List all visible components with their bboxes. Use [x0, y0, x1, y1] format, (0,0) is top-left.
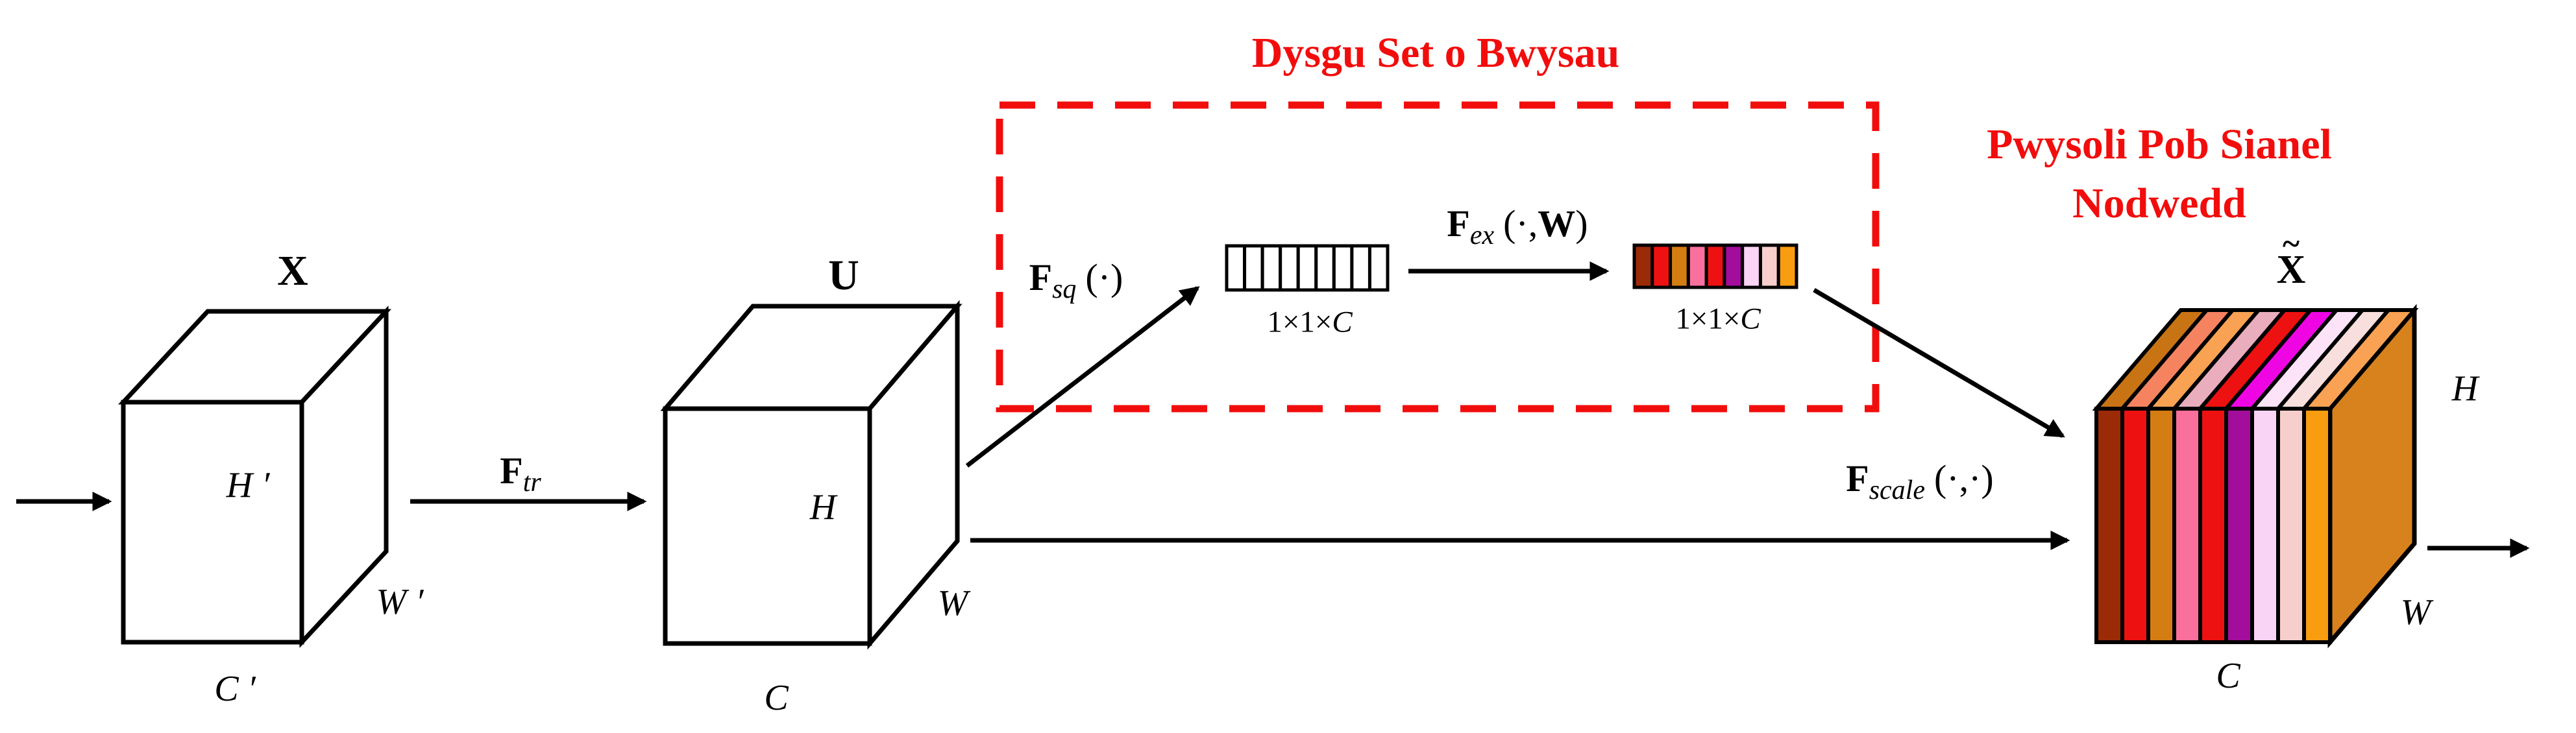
f-ex-sub: ex — [1469, 220, 1495, 250]
weight-channels-title-line1: Pwysoli Pob Sianel — [1987, 121, 2332, 168]
input-cube-width-label: W ′ — [376, 584, 424, 620]
output-front-slice — [2146, 407, 2176, 644]
weight-cell — [1758, 243, 1780, 289]
f-tr-base: F — [500, 450, 523, 492]
weight-cell — [1669, 243, 1690, 289]
feature-cube-height-label: H — [810, 489, 836, 525]
input-cube-label-text: X — [277, 247, 308, 294]
output-front-slice — [2302, 407, 2332, 644]
weight-cell — [1723, 243, 1745, 289]
learn-weights-title-text: Dysgu Set o Bwysau — [1251, 29, 1620, 77]
squeeze-cell — [1279, 244, 1300, 292]
output-cube-front-slices — [2094, 407, 2332, 644]
input-cube-x — [117, 306, 392, 648]
weight-channels-title-line2: Nodwedd — [2072, 180, 2246, 227]
squeeze-arrow — [965, 286, 1200, 468]
f-tr-label: Ftr — [500, 450, 541, 496]
excitation-dims-c: C — [1740, 302, 1761, 336]
output-cube-channels-text: C — [2216, 656, 2240, 696]
f-scale-args: (·,·) — [1933, 457, 1994, 499]
input-cube-label: X — [277, 250, 308, 293]
weight-cell — [1704, 243, 1726, 289]
output-front-slice — [2120, 407, 2150, 644]
f-ex-args-pre: (·, — [1503, 202, 1538, 245]
squeeze-vector-dims-label: 1×1×C — [1267, 307, 1352, 338]
input-cube-channels-label: C ′ — [214, 671, 256, 707]
output-cube-label-text: X — [2276, 248, 2306, 292]
excitation-vector-dims-label: 1×1×C — [1675, 304, 1760, 335]
f-ex-weight: W — [1538, 202, 1576, 245]
output-front-slice — [2250, 407, 2280, 644]
excitation-vector — [1632, 243, 1798, 289]
squeeze-dims-pre: 1×1× — [1267, 305, 1332, 339]
squeeze-cell — [1260, 244, 1282, 292]
input-cube-height-label: H ′ — [227, 467, 270, 503]
weight-cell — [1776, 243, 1798, 289]
weight-cell — [1632, 243, 1654, 289]
squeeze-cell — [1332, 244, 1354, 292]
f-sq-base: F — [1029, 256, 1053, 298]
f-sq-args: (·) — [1085, 256, 1123, 298]
feature-cube-u — [660, 300, 963, 650]
weight-cell — [1741, 243, 1762, 289]
f-ex-base: F — [1447, 202, 1470, 245]
output-cube-height-label: H — [2452, 370, 2478, 407]
f-ex-label: Fex (·,W) — [1447, 202, 1588, 249]
f-scale-label: Fscale (·,·) — [1846, 457, 1994, 504]
f-sq-label: Fsq (·) — [1029, 256, 1123, 303]
output-cube-channels-label: C — [2216, 658, 2240, 694]
output-cube-label: ~ X — [2276, 227, 2306, 292]
reweight-arrow — [1813, 287, 2065, 439]
input-cube-height-text: H ′ — [226, 465, 270, 505]
output-cube — [2092, 304, 2419, 649]
squeeze-cell — [1314, 244, 1336, 292]
learn-weights-dashed-box — [996, 101, 1880, 413]
weight-cell — [1650, 243, 1673, 289]
squeeze-cell — [1368, 244, 1390, 292]
f-ex-args-post: ) — [1575, 202, 1588, 245]
weight-cell — [1686, 243, 1708, 289]
output-cube-height-text: H — [2451, 368, 2479, 409]
squeeze-vector — [1225, 244, 1390, 292]
feature-cube-label-text: U — [828, 252, 859, 299]
learn-weights-title: Dysgu Set o Bwysau — [1252, 32, 1620, 75]
squeeze-cell — [1296, 244, 1318, 292]
f-tr-sub: tr — [522, 467, 541, 498]
feature-cube-width-text: W — [937, 583, 968, 623]
feature-cube-front-face — [663, 406, 872, 646]
squeeze-dims-c: C — [1332, 305, 1353, 339]
output-cube-width-text: W — [2400, 592, 2431, 632]
input-cube-channels-text: C ′ — [214, 669, 256, 709]
output-front-slice — [2276, 407, 2306, 644]
squeeze-cell — [1350, 244, 1371, 292]
f-scale-base: F — [1846, 457, 1869, 499]
weight-channels-title: Pwysoli Pob Sianel Nodwedd — [1987, 115, 2332, 233]
output-front-slice — [2094, 407, 2124, 644]
feature-cube-label: U — [828, 254, 859, 297]
input-cube-front-face — [121, 400, 304, 645]
squeeze-cell — [1243, 244, 1264, 292]
feature-cube-height-text: H — [809, 487, 837, 527]
feature-cube-width-label: W — [938, 585, 968, 621]
excitation-dims-pre: 1×1× — [1675, 302, 1741, 336]
feature-cube-channels-text: C — [764, 678, 789, 718]
f-scale-sub: scale — [1869, 475, 1925, 505]
f-sq-sub: sq — [1052, 274, 1077, 304]
output-cube-width-label: W — [2401, 594, 2431, 631]
input-cube-width-text: W ′ — [376, 582, 424, 622]
output-front-slice — [2198, 407, 2228, 644]
output-front-slice — [2224, 407, 2254, 644]
squeeze-cell — [1225, 244, 1247, 292]
feature-cube-channels-label: C — [764, 680, 788, 716]
output-front-slice — [2172, 407, 2202, 644]
